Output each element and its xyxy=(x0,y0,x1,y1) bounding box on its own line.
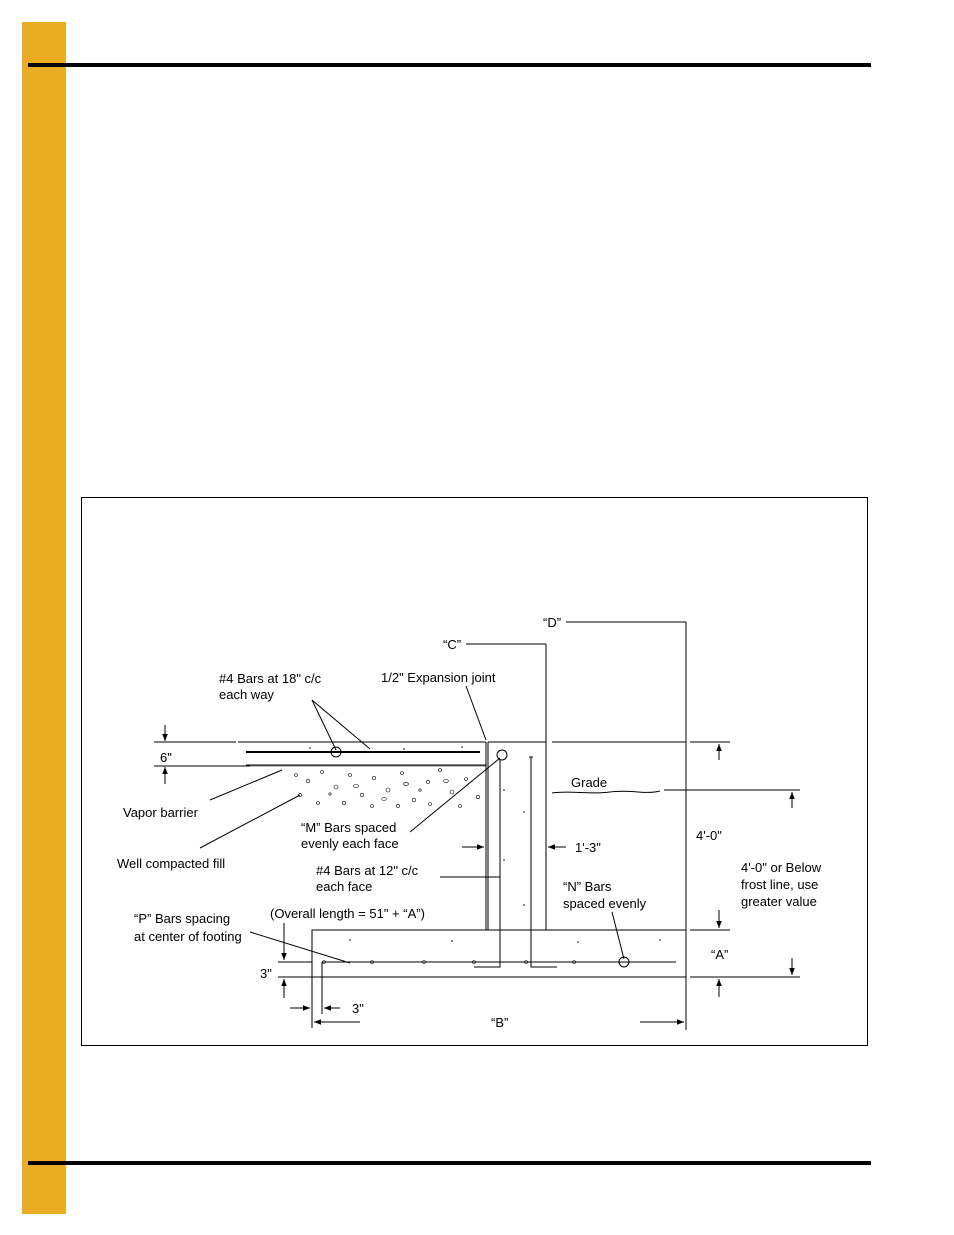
compacted-fill-pattern xyxy=(294,768,480,808)
label-frost-line3: greater value xyxy=(741,894,817,909)
label-cover-3-horizontal: 3" xyxy=(352,1001,364,1016)
label-p-bars-line2: at center of footing xyxy=(134,929,242,944)
label-frost-line2: frost line, use xyxy=(741,877,818,892)
page-side-tab xyxy=(22,22,66,1214)
footer-rule xyxy=(28,1161,871,1165)
label-n-bars-line1: “N” Bars xyxy=(563,879,612,894)
footing xyxy=(311,929,687,978)
label-expansion-joint: 1/2" Expansion joint xyxy=(381,670,496,685)
label-d: “D” xyxy=(543,615,561,630)
label-wall-width: 1'-3" xyxy=(575,840,601,855)
concrete-stipple xyxy=(309,746,661,943)
label-bars18-line1: #4 Bars at 18" c/c xyxy=(219,671,322,686)
foundation-wall xyxy=(485,741,686,930)
label-cover-3-vertical: 3" xyxy=(260,966,272,981)
wall-rebar xyxy=(474,756,557,968)
label-n-bars-line2: spaced evenly xyxy=(563,896,647,911)
label-bars12-line2: each face xyxy=(316,879,372,894)
label-vapor-barrier: Vapor barrier xyxy=(123,805,199,820)
label-bars12-line1: #4 Bars at 12" c/c xyxy=(316,863,419,878)
label-grade: Grade xyxy=(571,775,607,790)
label-well-compacted-fill: Well compacted fill xyxy=(117,856,225,871)
label-b: “B” xyxy=(491,1015,508,1030)
label-m-bars-line1: “M” Bars spaced xyxy=(301,820,396,835)
footing-rebar-dots xyxy=(322,960,576,964)
label-slab-thickness: 6" xyxy=(160,750,172,765)
label-overall-length: (Overall length = 51" + “A”) xyxy=(270,906,425,921)
label-bars18-line2: each way xyxy=(219,687,274,702)
figure-frame xyxy=(81,497,868,1046)
label-c: “C” xyxy=(443,637,461,652)
label-a: “A” xyxy=(711,947,728,962)
label-frost-line1: 4'-0" or Below xyxy=(741,860,822,875)
floor-slab xyxy=(238,741,486,767)
label-m-bars-line2: evenly each face xyxy=(301,836,399,851)
header-rule xyxy=(28,63,871,67)
label-depth-4ft: 4'-0" xyxy=(696,828,722,843)
grade-line xyxy=(551,790,661,794)
label-p-bars-line1: “P” Bars spacing xyxy=(134,911,230,926)
